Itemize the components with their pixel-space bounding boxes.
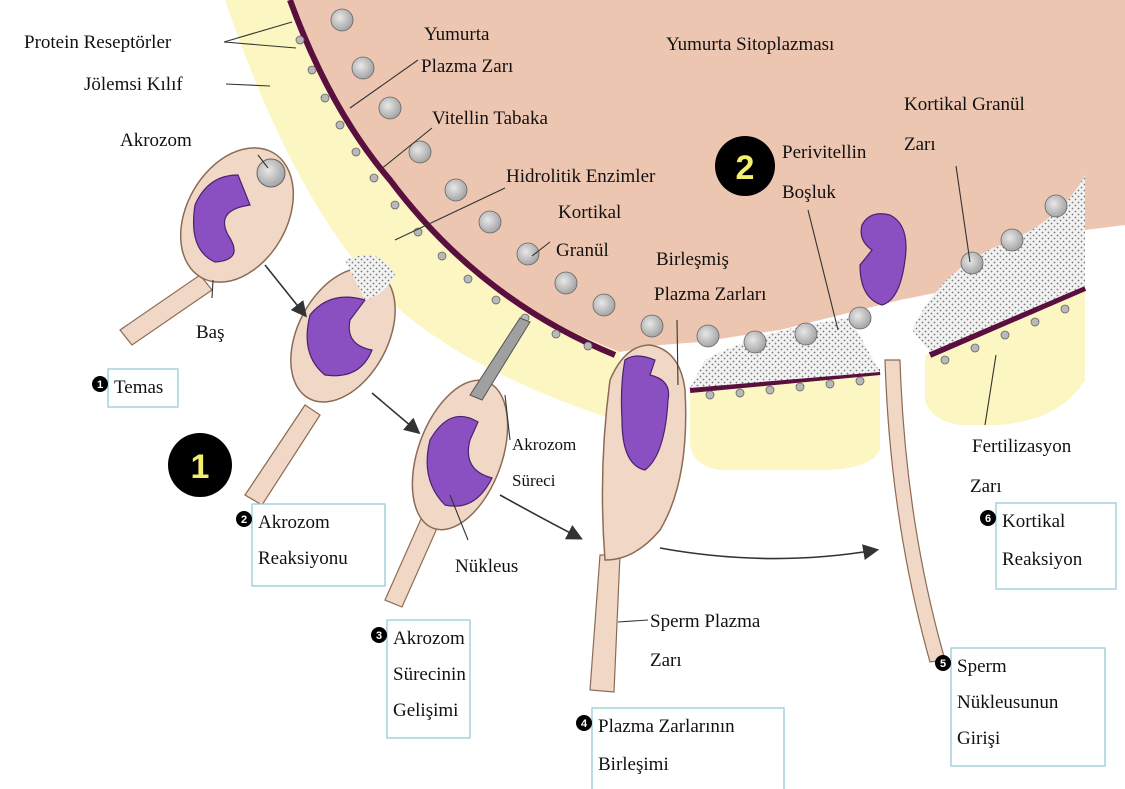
arrow-1 xyxy=(265,265,305,315)
step-number-1: 1 xyxy=(97,379,103,391)
label-sperm-plasma-membrane-1: Sperm Plazma xyxy=(650,611,761,632)
label-acrosomal-process-2: Süreci xyxy=(512,471,556,490)
label-hydrolytic-enzymes: Hidrolitik Enzimler xyxy=(506,166,656,187)
step-6-line-1: Kortikal xyxy=(1002,511,1065,532)
label-protein-receptors: Protein Reseptörler xyxy=(24,32,172,53)
sperm-contact xyxy=(120,128,316,345)
sperm-acrosome-reaction xyxy=(245,250,417,505)
step-6-line-2: Reaksiyon xyxy=(1002,549,1083,570)
marker-1: 1 xyxy=(168,433,232,497)
step-number-2: 2 xyxy=(241,514,247,526)
label-cortical-granule-membrane-2: Zarı xyxy=(904,134,936,155)
step-3-line-1: Akrozom xyxy=(393,628,465,649)
label-jelly-coat: Jölemsi Kılıf xyxy=(84,74,183,95)
label-head: Baş xyxy=(196,322,225,343)
label-cortical-granule-1: Kortikal xyxy=(558,202,621,223)
step-2-line-1: Akrozom xyxy=(258,512,330,533)
step-number-5: 5 xyxy=(940,658,946,670)
arrow-3 xyxy=(500,495,580,538)
step-4-line-1: Plazma Zarlarının xyxy=(598,716,735,737)
label-perivitelline-1: Perivitellin xyxy=(782,142,867,163)
label-egg-cytoplasm: Yumurta Sitoplazması xyxy=(666,34,834,55)
label-fertilization-envelope-1: Fertilizasyon xyxy=(972,436,1072,457)
step-4-line-2: Birleşimi xyxy=(598,754,669,775)
step-2-line-2: Reaksiyonu xyxy=(258,548,348,569)
label-acrosome: Akrozom xyxy=(120,130,192,151)
label-fertilization-envelope-2: Zarı xyxy=(970,476,1002,497)
label-egg-plasma-membrane-1: Yumurta xyxy=(424,24,490,45)
label-sperm-plasma-membrane-2: Zarı xyxy=(650,650,682,671)
label-fused-membranes-2: Plazma Zarları xyxy=(654,284,766,305)
step-1-line-1: Temas xyxy=(114,377,163,398)
arrow-2 xyxy=(372,393,418,432)
step-3-line-2: Sürecinin xyxy=(393,664,466,685)
marker-1-label: 1 xyxy=(191,448,210,486)
step-3-line-3: Gelişimi xyxy=(393,700,458,721)
step-number-4: 4 xyxy=(581,718,588,730)
arrow-4 xyxy=(660,548,876,559)
label-vitelline-layer: Vitellin Tabaka xyxy=(432,108,548,129)
label-cortical-granule-2: Granül xyxy=(556,240,609,261)
label-nucleus: Nükleus xyxy=(455,556,518,577)
label-egg-plasma-membrane-2: Plazma Zarı xyxy=(421,56,513,77)
label-acrosomal-process-1: Akrozom xyxy=(512,435,576,454)
step-number-3: 3 xyxy=(376,630,382,642)
marker-2: 2 xyxy=(715,136,775,196)
label-cortical-granule-membrane-1: Kortikal Granül xyxy=(904,94,1025,115)
label-perivitelline-2: Boşluk xyxy=(782,182,836,203)
label-fused-membranes-1: Birleşmiş xyxy=(656,249,729,270)
step-number-6: 6 xyxy=(985,513,991,525)
step-5-line-3: Girişi xyxy=(957,728,1000,749)
marker-2-label: 2 xyxy=(736,149,755,187)
step-5-line-2: Nükleusunun xyxy=(957,692,1059,713)
step-5-line-1: Sperm xyxy=(957,656,1007,677)
